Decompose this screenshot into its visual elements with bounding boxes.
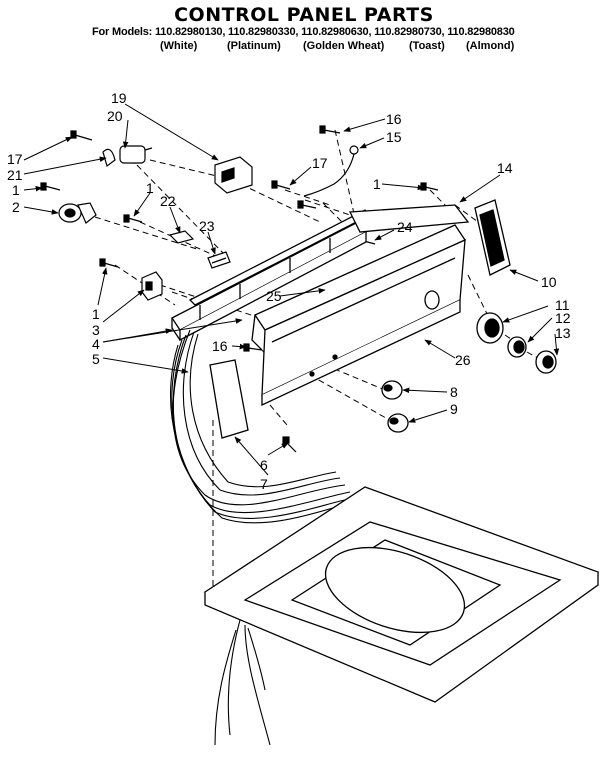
switch-part-2: [58, 202, 97, 224]
callout-25: 25: [266, 288, 282, 304]
console-part-25-26: [251, 204, 470, 407]
callout-7: 7: [260, 476, 268, 492]
bracket-part-3: [141, 271, 163, 301]
callout-1d: 1: [92, 306, 100, 322]
color-toast: (Toast): [409, 40, 445, 52]
color-white: (White): [160, 40, 198, 52]
knob-part-9: [387, 413, 409, 433]
capacitor-assembly: [102, 145, 153, 168]
callout-5: 5: [92, 351, 100, 367]
callout-8: 8: [450, 384, 458, 400]
color-almond: (Almond): [466, 40, 515, 52]
models-line: For Models: 110.82980130, 110.82980330, …: [92, 26, 515, 38]
wire-part-15: [303, 145, 359, 197]
callout-14: 14: [497, 160, 513, 176]
callout-13: 13: [555, 325, 571, 341]
screw-1d: [99, 258, 119, 268]
screw-1c: [420, 182, 439, 191]
callout-11: 11: [555, 297, 570, 313]
screw-1b: [123, 214, 143, 223]
callout-15: 15: [386, 129, 402, 145]
end-cap-part-10: [474, 199, 511, 276]
color-platinum: (Platinum): [227, 40, 281, 52]
callout-9: 9: [450, 401, 458, 417]
callout-6: 6: [260, 457, 268, 473]
callout-19: 19: [111, 90, 127, 106]
callout-leaders: [23, 103, 560, 476]
color-golden-wheat: (Golden Wheat): [303, 40, 385, 52]
callout-24: 24: [397, 219, 413, 235]
bracket-part-19: [214, 156, 253, 194]
callout-3: 3: [92, 322, 100, 338]
callout-labels: 19 20 17 21 1 2 1 22 23 16 15 17 1 14 24…: [7, 90, 571, 492]
callout-22: 22: [160, 193, 176, 209]
wire-harness: [169, 329, 351, 746]
side-panel-part-7: [209, 359, 249, 439]
diagram-title: CONTROL PANEL PARTS: [174, 4, 434, 26]
knob-stack: [476, 312, 557, 374]
callout-20: 20: [107, 108, 123, 124]
knob-part-13: [535, 350, 557, 374]
callout-10: 10: [541, 274, 557, 290]
callout-17b: 17: [312, 155, 328, 171]
bezel-part-11: [476, 312, 504, 344]
connector-part-23: [207, 251, 231, 269]
callout-21: 21: [7, 167, 23, 183]
callout-26: 26: [455, 352, 471, 368]
screw-17b: [271, 180, 291, 190]
knob-part-8: [381, 380, 403, 400]
callout-12: 12: [555, 310, 571, 326]
assembly-guide-lines: [94, 129, 546, 590]
screw-17a: [70, 130, 93, 141]
callout-4: 4: [92, 336, 100, 352]
callout-1c: 1: [373, 176, 381, 192]
callout-1a: 1: [12, 182, 20, 198]
callout-23: 23: [199, 218, 215, 234]
control-bracket-part-4: [171, 209, 372, 342]
callout-2: 2: [12, 199, 20, 215]
screw-17c: [297, 200, 317, 209]
callout-16b: 16: [212, 338, 228, 354]
callout-17a: 17: [7, 151, 23, 167]
callout-1b: 1: [146, 180, 154, 196]
washer-top-frame: [203, 486, 600, 703]
callout-16a: 16: [386, 111, 402, 127]
ring-part-12: [507, 336, 527, 358]
screw-16a: [319, 125, 341, 134]
screw-1a: [40, 182, 61, 191]
